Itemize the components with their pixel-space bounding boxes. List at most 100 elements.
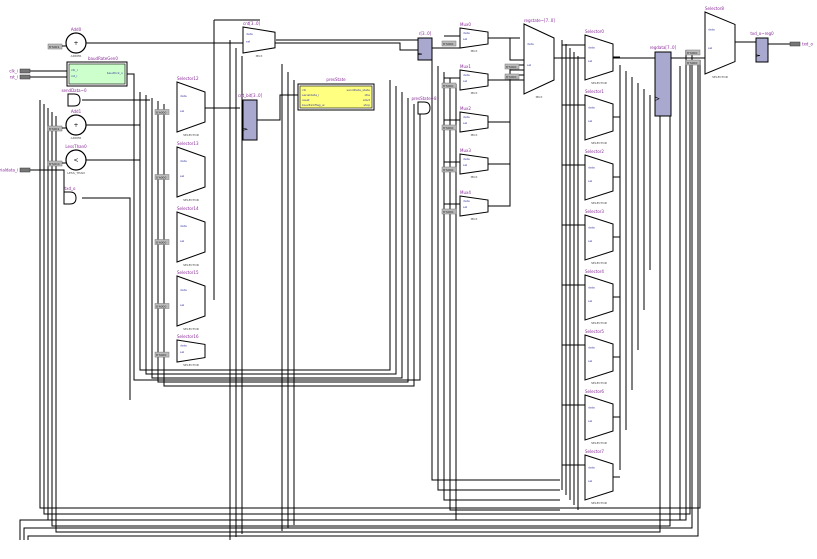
wire [488,79,524,207]
mux-4-type: MUX [471,217,478,221]
constant-box [441,208,457,215]
pin-label: data [463,73,470,77]
constant-label: 8'h000 [687,51,697,55]
bus-wire [27,60,699,540]
right-selector-7 [584,454,614,501]
left-selector-0-type: SELECTOR [183,133,199,137]
bus-wire [437,66,560,491]
less-than-operator-type: LESS_THAN [67,171,84,175]
right-selector-5 [584,334,614,381]
right-selector-4-label: Selector4 [585,269,604,274]
mux-1-label: Mux1 [460,64,471,69]
pin-label: sel [180,109,184,113]
right-selector-5-type: SELECTOR [591,381,607,385]
right-selector-4 [584,274,614,321]
pin-label: data [246,32,253,36]
constant-box [504,63,520,70]
mux-4 [459,195,489,217]
pin-label: sel [180,174,184,178]
pin-label: data [588,406,595,410]
right-selector-2-label: Selector2 [585,149,604,154]
add0-operator [65,32,87,54]
constant-box [685,59,701,66]
fsm-label: presState [326,77,346,82]
constant-label: 8'h000 [443,42,453,46]
pin-label: sendData_state [347,88,371,92]
pin-label: data [180,159,187,163]
constant-box [441,40,457,47]
constant-label: 8'h000 [506,65,516,69]
mux-0 [459,27,489,49]
right-selector-6-type: SELECTOR [591,441,607,445]
bus-wire [55,72,661,533]
mux-2-label: Mux2 [460,106,471,111]
left-selector-2-type: SELECTOR [183,263,199,267]
mux-0-label: Mux0 [460,22,471,27]
right-selector-0-type: SELECTOR [591,81,607,85]
right-selector-0 [584,34,614,81]
pin-label: data [180,94,187,98]
txd-output-port [789,41,801,47]
right-selector-2 [584,154,614,201]
pin-label: start [363,98,371,102]
pin-label: sel [527,63,531,67]
bus-wire [139,80,391,371]
bus-wire [151,92,403,379]
send-data-or-gate-label: sendData~0 [61,88,87,93]
add1-operator-type: ADDER [71,136,82,140]
regdata-register [654,51,672,117]
less-than-operator-label: LessThan0 [65,144,87,149]
rst-input-port-label: rst_i [10,75,18,80]
right-selector-0-label: Selector0 [585,29,604,34]
clock-pin-icon [654,96,660,101]
pin-label: data [463,31,470,35]
constant-box [154,303,170,309]
pin-label: data [588,226,595,230]
pin-label: sel [463,37,467,41]
constant-box [154,174,170,180]
pin-label: data [463,157,470,161]
right-selector-4-type: SELECTOR [591,321,607,325]
right-selector-1-label: Selector1 [585,89,604,94]
bus-wire [145,86,397,375]
send-data-or-gate [67,93,81,107]
serialdata-input-port-label: serialdata_i [0,168,18,173]
right-selector-1 [584,94,614,141]
pin-label: data [527,42,534,46]
wire [255,94,300,121]
constant-label: 8'h000 [156,305,166,309]
pin-label: data [588,106,595,110]
constant-label: 8'h000 [156,353,166,357]
bus-wire [51,69,671,527]
pin-label: data [708,28,715,32]
pres-state-fsm-body [299,85,373,109]
pin-label: stop [364,103,371,107]
pin-label: rst_i [71,74,77,78]
constant-box [154,351,170,358]
left-selector-0-label: Selector12 [177,76,199,81]
left-selector-3-label: Selector15 [177,270,199,275]
mux-3-type: MUX [471,175,478,179]
left-selector-3-type: SELECTOR [183,327,199,331]
pin-label: sel [588,359,592,363]
mux-2-type: MUX [471,133,478,137]
pres-state-or-gate [417,101,431,115]
clock-pin-icon [417,53,423,56]
pin-label: sel [180,239,184,243]
constant-label: 8'h000 [506,75,516,79]
left-selector-4-type: SELECTOR [183,363,199,367]
regstate-mux-label: regstate~[7..0] [524,18,555,23]
txd-output-register [755,37,769,63]
pin-label: clk [302,88,306,92]
pin-label: sel [588,179,592,183]
add0-operator-label: Add0 [71,27,82,32]
constant-label: 8'h000 [443,210,453,214]
r-register [417,37,433,61]
bus-wire [455,84,560,521]
pin-label: data [180,288,187,292]
constant-label: 8'h000 [687,61,697,65]
add1-operator-label: Add1 [71,109,82,114]
pin-label: sel [180,303,184,307]
add1-operator [65,114,87,136]
